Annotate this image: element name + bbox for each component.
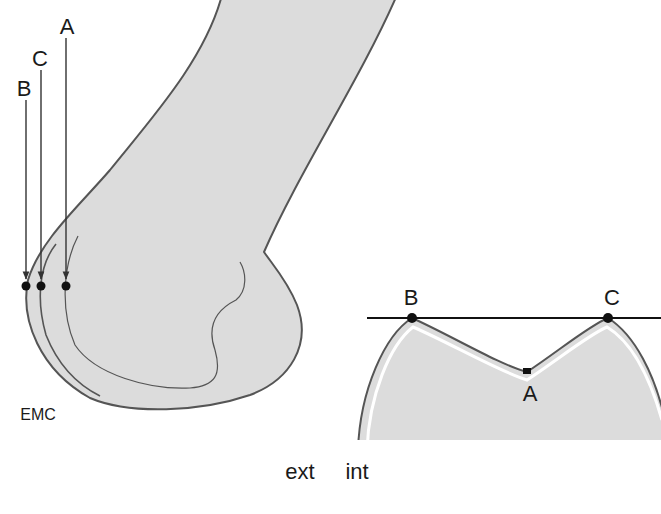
trochlea-section <box>350 313 661 470</box>
orientation-label: int <box>345 461 368 483</box>
point-label: B <box>404 287 419 309</box>
point-label: C <box>32 48 48 70</box>
point-label: C <box>604 287 620 309</box>
orientation-label: ext <box>285 461 314 483</box>
femur-lateral-view <box>22 0 398 409</box>
point-label: B <box>17 78 32 100</box>
point-label: A <box>523 383 538 405</box>
watermark: EMC <box>20 407 56 423</box>
point-label: A <box>60 16 75 38</box>
